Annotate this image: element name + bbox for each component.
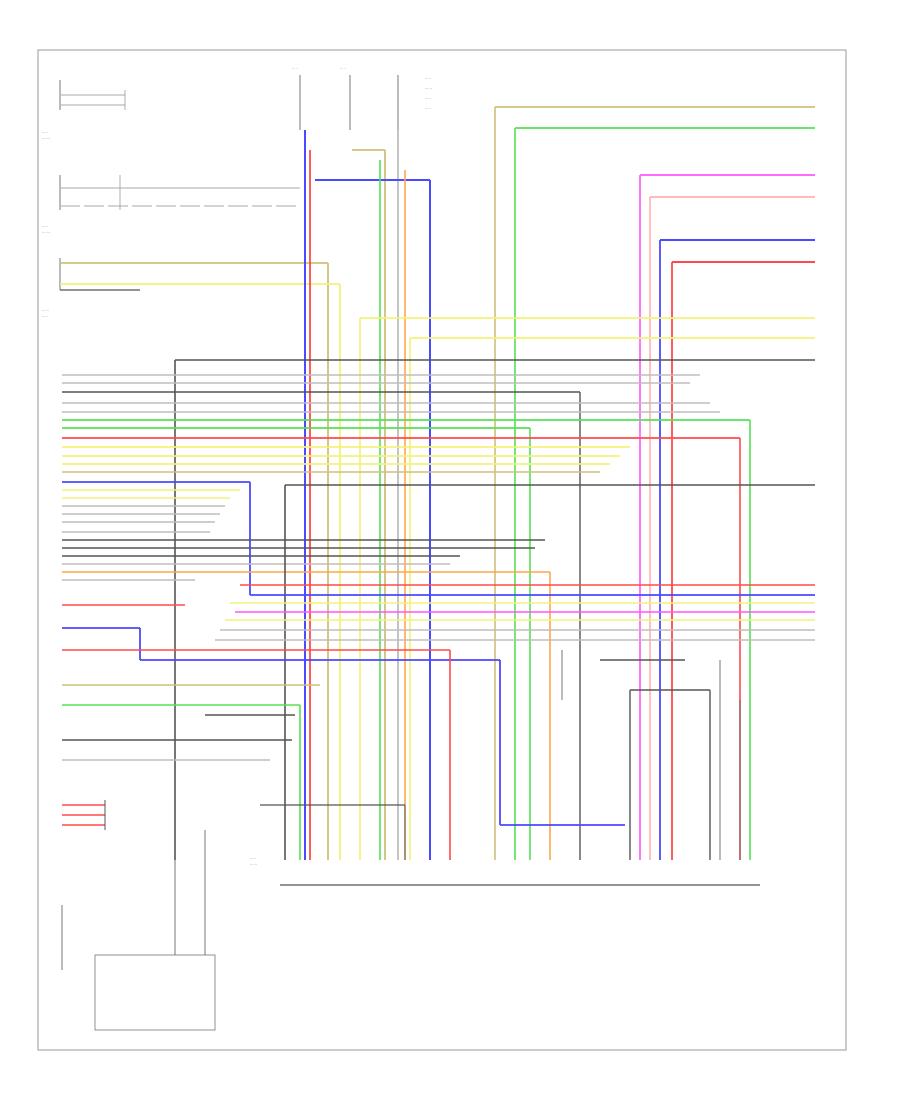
bottom-left-module — [61, 800, 216, 1031]
svg-text:·····: ····· — [425, 77, 431, 81]
svg-text:·····: ····· — [42, 225, 48, 229]
svg-text:·· ··: ·· ·· — [292, 67, 298, 71]
svg-text:·····: ····· — [250, 857, 256, 861]
svg-text:·· ··: ·· ·· — [340, 67, 346, 71]
diagram-frame — [37, 49, 847, 1051]
top-right-wires — [174, 106, 815, 860]
svg-text:·······: ······· — [42, 137, 50, 141]
svg-text:·····: ····· — [425, 107, 431, 111]
top-left-sensor-2: ····· ······· — [42, 175, 300, 235]
top-left-sensor-3: ······ ····· — [42, 258, 341, 860]
svg-text:······: ······ — [42, 309, 49, 313]
right-lower-wires — [215, 484, 815, 860]
svg-text:·······: ······· — [42, 231, 50, 235]
ecm-connector-bottom: ····· ······ — [250, 804, 760, 886]
top-left-sensor-1: ····· ······· — [42, 80, 126, 141]
right-connector — [561, 650, 741, 860]
left-lower-wires — [62, 604, 625, 860]
left-bundle — [62, 374, 751, 860]
svg-text:······: ······ — [425, 87, 432, 91]
svg-text:·····: ····· — [42, 315, 48, 319]
svg-text:·····: ····· — [42, 131, 48, 135]
svg-text:·····: ····· — [425, 97, 431, 101]
fuse-block: ·· ·· ·· ·· ····· ······ ····· ····· — [292, 67, 432, 130]
svg-text:······: ······ — [250, 863, 257, 867]
